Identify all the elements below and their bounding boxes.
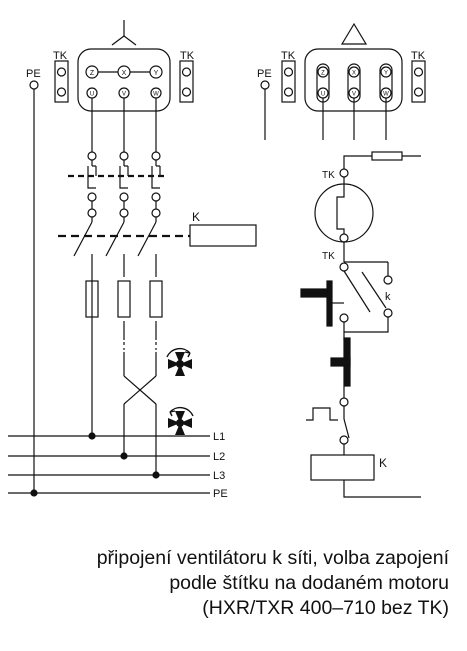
motor-terminal-box-right: Z X Y U V W (304, 48, 403, 140)
l1-label: L1 (213, 431, 225, 443)
fan-rotation-icon (166, 347, 192, 376)
l2-label: L2 (213, 451, 225, 463)
supply-line-l2: L2 (8, 451, 225, 463)
thermal-contact-box-left-b: TK (179, 50, 195, 103)
k-label-aux: k (385, 291, 391, 303)
terminal-w-right: W (383, 92, 389, 98)
star-connection-icon (111, 20, 137, 46)
terminal-u-right: U (321, 92, 325, 98)
pe-line-label: PE (213, 488, 228, 500)
pe-terminal-right: PE (257, 68, 272, 140)
terminal-y-right: Y (384, 71, 388, 77)
terminal-z-left: Z (90, 70, 95, 77)
thermal-contact-box-right-a: TK (281, 50, 296, 103)
tk-label-right-a: TK (281, 50, 296, 62)
terminal-y-left: Y (154, 70, 159, 77)
caption-line-2: podle štítku na dodaném motoru (169, 572, 449, 594)
caption-line-1: připojení ventilátoru k síti, volba zapo… (96, 547, 449, 569)
phase-lead-v (105, 98, 131, 350)
pe-terminal-left: PE (26, 68, 41, 497)
phase-lead-w (137, 98, 163, 350)
control-fuse (371, 151, 403, 161)
pe-label-right: PE (257, 68, 272, 80)
control-circuit: TK TK k K (300, 151, 421, 498)
terminal-v-left: V (122, 92, 126, 98)
terminal-z-right: Z (321, 71, 325, 77)
phase-lead-u (73, 98, 99, 436)
phase-crossover (123, 352, 157, 475)
control-coil-k (310, 454, 375, 481)
tk-label-control-a: TK (322, 170, 335, 181)
wiring-diagram: Z X Y U V W TK TK PE (8, 20, 426, 500)
caption: připojení ventilátoru k síti, volba zapo… (9, 546, 449, 621)
caption-line-3: (HXR/TXR 400–710 bez TK) (202, 597, 449, 619)
terminal-v-right: V (352, 92, 356, 98)
k-label-coil: K (192, 210, 200, 224)
pe-label-left: PE (26, 68, 41, 80)
terminal-x-right: X (352, 71, 356, 77)
terminal-x-left: X (122, 70, 127, 77)
timer-symbol (306, 407, 338, 421)
tk-label-control-b: TK (322, 251, 335, 262)
contactor-coil-k: K (189, 210, 257, 247)
supply-line-l3: L3 (8, 470, 225, 482)
terminal-w-left: W (153, 92, 159, 98)
tk-label-right-b: TK (411, 50, 426, 62)
tk-label-left-a: TK (53, 50, 68, 62)
terminal-u-left: U (90, 92, 94, 98)
tk-label-left-b: TK (180, 50, 195, 62)
supply-line-pe: PE (8, 488, 228, 500)
delta-connection-icon (340, 22, 368, 45)
fan-reverse-rotation-icon (168, 406, 194, 435)
supply-line-l1: L1 (8, 431, 225, 443)
l3-label: L3 (213, 470, 225, 482)
thermal-contact-box-left-a: TK (53, 50, 69, 103)
k-label-control: K (379, 456, 387, 470)
thermal-contact-box-right-b: TK (411, 50, 426, 103)
